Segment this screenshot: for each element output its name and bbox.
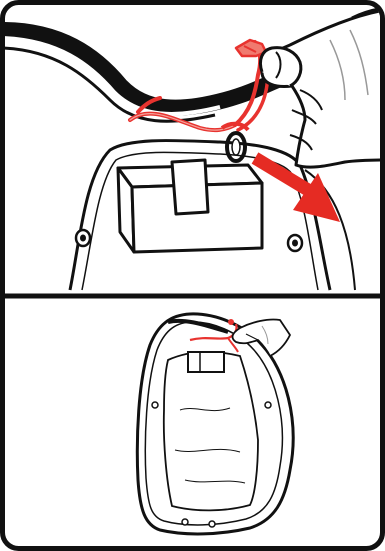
- grommet-icon: [182, 519, 188, 525]
- overview-panel: [137, 314, 293, 534]
- grommet-icon: [209, 521, 215, 527]
- grommet-icon: [265, 402, 271, 408]
- grommet-icon: [288, 235, 302, 251]
- inner-box: [118, 160, 262, 252]
- pocket-box: [188, 352, 224, 372]
- grommet-icon: [76, 230, 90, 246]
- grommet-icon: [152, 402, 158, 408]
